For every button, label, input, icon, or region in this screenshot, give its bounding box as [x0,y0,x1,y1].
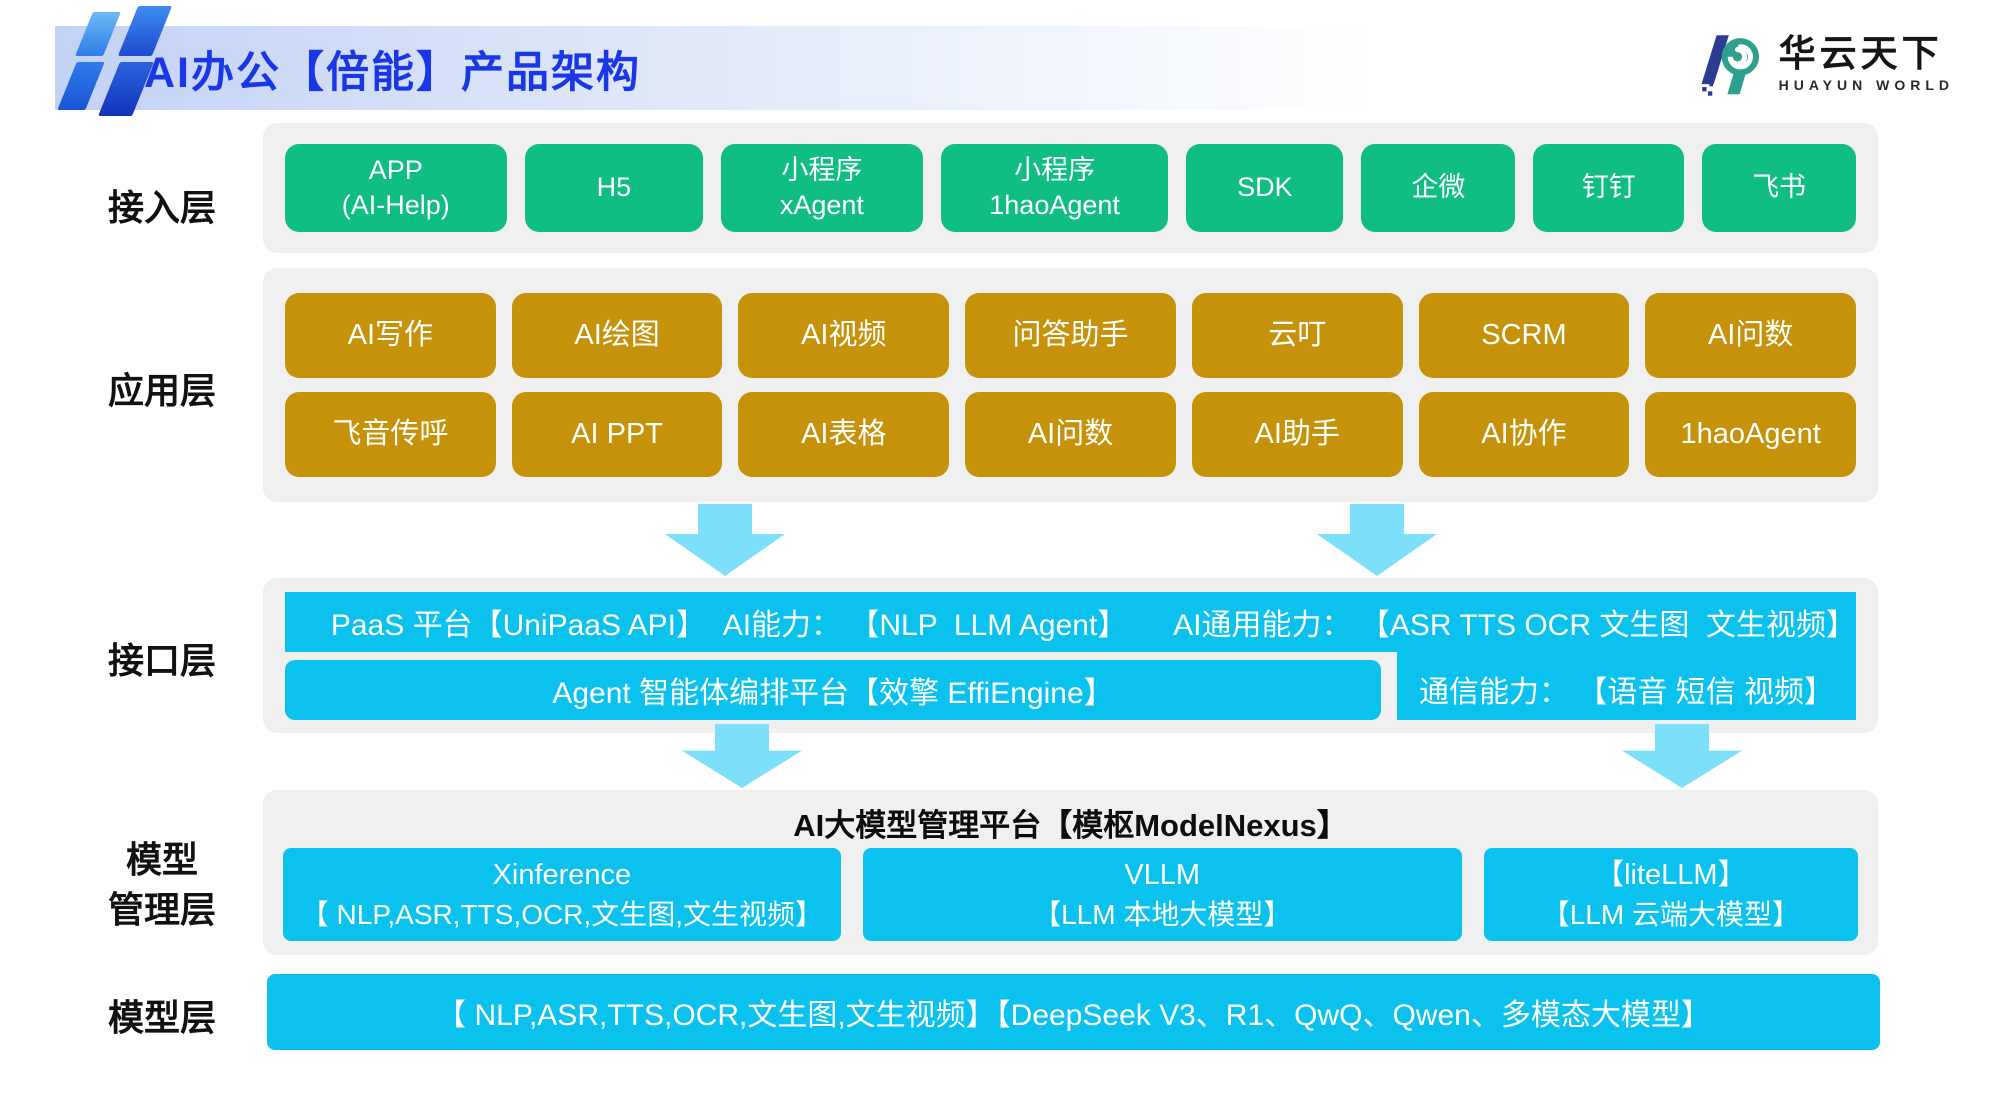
down-arrow-icon [1317,504,1437,576]
app-item-ai-assistant: AI助手 [1191,392,1403,477]
access-item-app: APP (AI-Help) [285,144,507,232]
box-litellm-title: 【liteLLM】 [1595,858,1747,891]
agent-orchestration-bar: Agent 智能体编排平台【效擎 EffiEngine】 [285,660,1381,720]
app-item-scrm: SCRM [1418,293,1630,378]
paas-platform-text: PaaS 平台【UniPaaS API】 AI能力： 【NLP LLM Agen… [330,609,1128,642]
access-item-miniprogram-1haoagent: 小程序 1haoAgent [940,144,1169,232]
header-gradient-band [55,26,1567,110]
app-item-feiyin-paging: 飞音传呼 [285,392,496,477]
huayun-logo-icon [1701,35,1759,96]
box-xinference-title: Xinference [492,858,632,891]
box-xinference-caps: 【 NLP,ASR,TTS,OCR,文生图,文生视频】 [300,899,823,931]
label-app-layer: 应用层 [107,370,216,411]
ai-general-capability-text: AI通用能力： 【ASR TTS OCR 文生图 文生视频】 [1173,609,1856,642]
label-model-layer: 模型层 [107,997,216,1038]
box-vllm: VLLM 【LLM 本地大模型】 [862,848,1462,941]
box-vllm-caps: 【LLM 本地大模型】 [1033,899,1292,931]
model-mgmt-title: AI大模型管理平台【模枢ModelNexus】 [793,808,1348,843]
down-arrow-icon [1622,724,1742,788]
box-xinference: Xinference 【 NLP,ASR,TTS,OCR,文生图,文生视频】 [283,848,841,941]
app-item-qa-assistant: 问答助手 [965,293,1176,378]
app-item-ai-video: AI视频 [738,293,950,378]
box-vllm-title: VLLM [1124,858,1201,891]
access-item-feishu: 飞书 [1702,144,1857,232]
app-item-ai-drawing: AI绘图 [511,293,723,378]
communication-capability-text: 通信能力： 【语音 短信 视频】 [1418,676,1834,709]
down-arrow-icon [665,504,785,576]
logo-name-en: HUAYUN WORLD [1778,77,1954,94]
app-item-ai-collaboration: AI协作 [1418,392,1630,477]
interface-top-bar: PaaS 平台【UniPaaS API】 AI能力： 【NLP LLM Agen… [285,592,1856,652]
label-model-mgmt-layer: 模型 管理层 [107,839,216,931]
app-row-2: 飞音传呼 AI PPT AI表格 AI问数 AI助手 AI协作 1haoAgen… [285,392,1857,477]
model-mgmt-tray: AI大模型管理平台【模枢ModelNexus】 Xinference 【 NLP… [263,790,1878,955]
access-item-miniprogram-xagent: 小程序 xAgent [721,144,923,232]
app-item-ai-data-qa-2: AI问数 [965,392,1176,477]
access-item-h5: H5 [524,144,704,232]
label-access-layer: 接入层 [107,187,216,228]
page-title: AI办公【倍能】产品架构 [144,49,641,97]
app-item-ai-writing: AI写作 [285,293,496,378]
app-item-ai-table: AI表格 [738,392,950,477]
label-interface-layer: 接口层 [107,640,216,681]
app-item-1haoagent: 1haoAgent [1645,392,1857,477]
down-arrow-icon [682,724,802,788]
app-item-ai-ppt: AI PPT [511,392,723,477]
box-litellm: 【liteLLM】 【LLM 云端大模型】 [1483,848,1858,941]
company-logo: 华云天下 HUAYUN WORLD [1695,28,1954,100]
access-item-dingtalk: 钉钉 [1533,144,1685,232]
interface-layer-tray: PaaS 平台【UniPaaS API】 AI能力： 【NLP LLM Agen… [263,578,1878,733]
logo-text: 华云天下 HUAYUN WORLD [1778,32,1954,94]
app-item-ai-data-qa: AI问数 [1645,293,1857,378]
logo-name-cn: 华云天下 [1778,32,1943,74]
app-item-yunding: 云叮 [1191,293,1403,378]
access-layer-tray: APP (AI-Help) H5 小程序 xAgent 小程序 1haoAgen… [263,123,1878,253]
model-mgmt-boxes: Xinference 【 NLP,ASR,TTS,OCR,文生图,文生视频】 V… [283,848,1858,941]
app-row-1: AI写作 AI绘图 AI视频 问答助手 云叮 SCRM AI问数 [285,293,1857,378]
app-layer-tray: AI写作 AI绘图 AI视频 问答助手 云叮 SCRM AI问数 飞音传呼 AI… [263,268,1878,502]
model-layer-bar: 【 NLP,ASR,TTS,OCR,文生图,文生视频】【DeepSeek V3、… [267,974,1880,1050]
access-item-sdk: SDK [1186,144,1344,232]
access-item-wecom: 企微 [1361,144,1516,232]
box-litellm-caps: 【LLM 云端大模型】 [1541,899,1800,931]
